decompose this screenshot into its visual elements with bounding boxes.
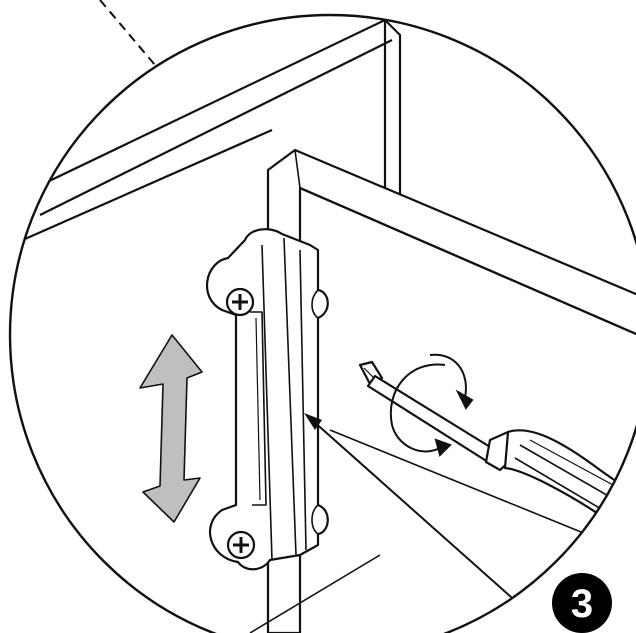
phillips-screw-icon xyxy=(225,287,255,317)
callout-number: 3 xyxy=(571,582,593,626)
double-arrow-vertical-icon xyxy=(139,334,203,523)
callout-badge: 3 xyxy=(552,573,612,633)
phillips-screw-icon xyxy=(226,530,256,560)
detail-circle-outline xyxy=(8,13,636,633)
cabinet-back-panel xyxy=(10,18,402,252)
detail-leader-line xyxy=(99,0,156,66)
rotation-arrows-icon xyxy=(389,353,474,457)
